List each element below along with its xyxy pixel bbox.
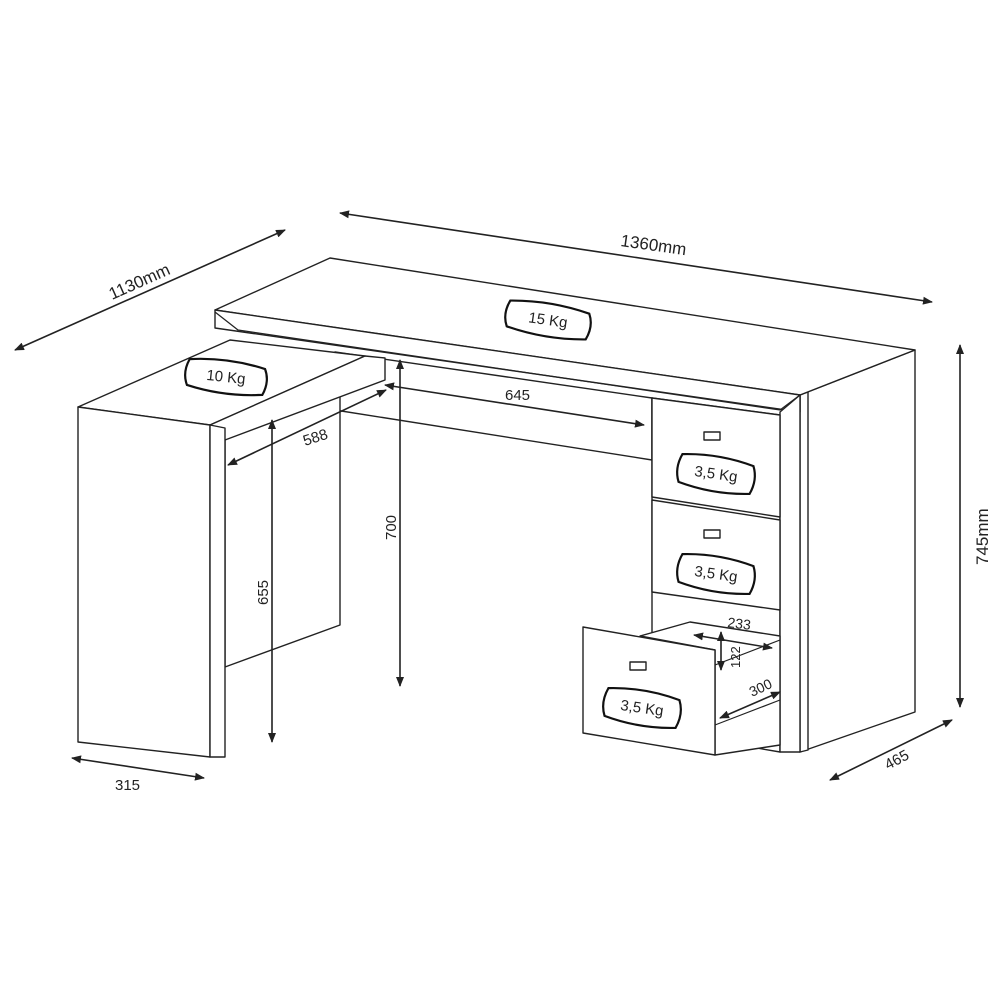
label-465: 465 — [882, 747, 912, 774]
label-1130: 1130mm — [106, 260, 173, 304]
drawer-2[interactable] — [651, 499, 781, 611]
drawer-3-handle[interactable] — [629, 661, 647, 671]
weight-drawer-3: 3,5 Kg — [619, 697, 664, 720]
weight-drawer-1: 3,5 Kg — [693, 463, 738, 486]
pedestal-side-edge — [779, 394, 801, 753]
dim-1360-line — [339, 210, 933, 305]
label-1360: 1360mm — [619, 231, 687, 259]
badge-return-top: 10 Kg — [184, 357, 268, 397]
dim-645-line — [384, 382, 645, 428]
badge-drawer-1: 3,5 Kg — [676, 452, 756, 496]
dimension-labels: 1130mm 1360mm 745mm 465 315 700 655 645 … — [106, 231, 992, 794]
dim-1130-line — [14, 229, 286, 351]
label-745: 745mm — [973, 508, 992, 565]
label-645: 645 — [505, 387, 530, 404]
label-700: 700 — [383, 515, 400, 540]
label-233: 233 — [727, 614, 752, 633]
weight-main-top: 15 Kg — [527, 309, 568, 331]
label-122: 122 — [728, 646, 743, 668]
label-315: 315 — [115, 777, 140, 794]
label-588: 588 — [301, 426, 330, 450]
drawer-1-handle[interactable] — [703, 431, 721, 441]
dim-300-line — [719, 691, 781, 719]
drawer-2-handle[interactable] — [703, 529, 721, 539]
dim-315-line — [71, 755, 205, 781]
dim-465-line — [829, 719, 953, 781]
return-section — [77, 339, 386, 758]
right-side-panel — [799, 349, 916, 753]
dim-588-line — [227, 389, 387, 466]
dim-233-line — [693, 632, 773, 651]
return-side-panel — [77, 406, 211, 758]
badge-drawer-3: 3,5 Kg — [602, 686, 682, 730]
dimension-lines — [14, 210, 964, 781]
weight-drawer-2: 3,5 Kg — [693, 563, 738, 586]
badge-main-top: 15 Kg — [504, 299, 592, 341]
right-panel-edge — [799, 391, 809, 753]
return-panel-edge — [209, 424, 226, 758]
label-655: 655 — [255, 580, 272, 605]
badge-drawer-2: 3,5 Kg — [676, 552, 756, 596]
weight-badges: 15 Kg 10 Kg 3,5 Kg 3,5 Kg 3,5 Kg — [184, 299, 756, 730]
weight-return-top: 10 Kg — [206, 367, 247, 388]
